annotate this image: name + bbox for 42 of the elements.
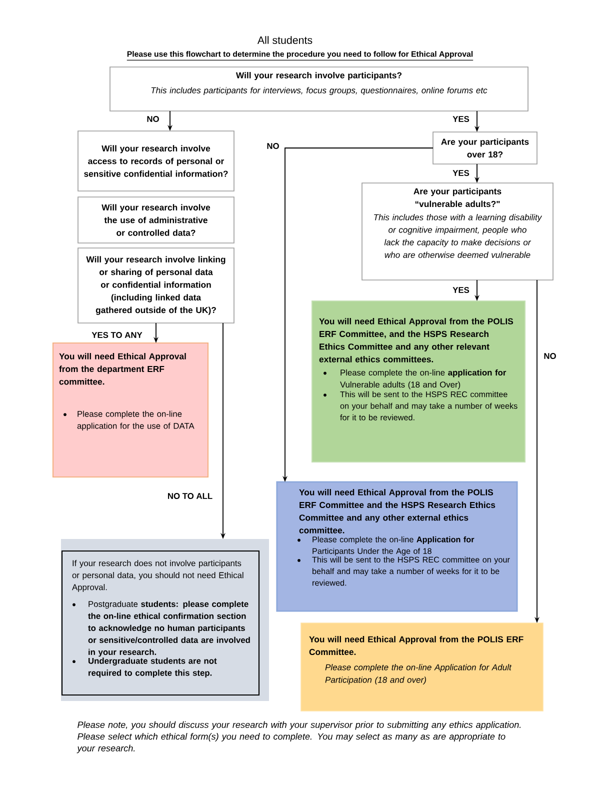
footnote-text: Please note, you should discuss your research with your supervisor prior to submitting any ethics application. Please select which ethical form(s) you need to complete. You may select as many as are appropriate to your research. [76, 721, 521, 754]
bullet-text: Undergraduate students are not required to complete this step. [88, 658, 217, 678]
bullet-text: Please complete the on-line application for the use of DATA [77, 410, 194, 431]
question-text: Will your research involve the use of administrative or controlled data? [102, 204, 210, 236]
question-text: Will your research involve participants? [236, 72, 402, 80]
bullet-text: This will be sent to the HSPS REC committee on your behalf and may take a number of weeks for it to be reviewed. [340, 391, 518, 420]
question-box [362, 182, 554, 280]
edge-label: NO TO ALL [168, 493, 212, 499]
bullet-text: This will be sent to the HSPS REC committee on your behalf and may take a number of weeks for it to be reviewed. [312, 556, 510, 586]
bullet-text: Please complete the on-line Application for Participants Under the Age of 18 [312, 536, 474, 556]
edge-label: YES [452, 287, 470, 293]
outcome-text: You will need Ethical Approval from the department ERF committee. [59, 353, 186, 385]
question-box [78, 130, 234, 192]
outcome-box [52, 342, 209, 478]
bullet-text: Postgraduate students: please complete the on-line ethical confirmation section to acknowledge no human participants or sensitive/controlled data are involved in your research. [88, 600, 250, 657]
outcome-box [61, 539, 269, 701]
edge-label: NO [147, 116, 159, 122]
edge-label: YES [452, 170, 470, 176]
question-text: Are your participants over 18? [441, 138, 529, 158]
title: All students [257, 36, 312, 44]
edge-label: YES TO ANY [92, 332, 142, 338]
hint-text: This includes those with a learning disability or cognitive impairment, people who lack the capacity to make decisions or who are otherwise deemed vulnerable [374, 214, 542, 258]
edge-label: YES [452, 116, 470, 122]
hint-text: This includes participants for interviews, focus groups, questionnaires, online forums etc [151, 87, 488, 96]
question-text: Will your research involve linking or sharing of personal data or confidential information (including linked data gathered outside of the UK)? [86, 256, 226, 315]
question-text: Are your participants “vulnerable adults?" [414, 188, 502, 208]
question-box [78, 196, 234, 244]
question-text: Will your research involve access to records of personal or sensitive confidential information? [84, 145, 228, 177]
outcome-box [276, 481, 518, 612]
question-box [432, 132, 538, 164]
question-box [78, 248, 234, 324]
outcome-box [311, 300, 526, 463]
outcome-text: You will need Ethical Approval from the POLIS ERF Committee. [309, 636, 524, 656]
outcome-box [300, 622, 544, 712]
edge-label: NO [267, 143, 279, 149]
bullet-text: Please complete the on-line application for Vulnerable adults (18 and Over) [340, 369, 506, 390]
hint-text: Please complete the on-line Application for Adult Participation (18 and over) [325, 664, 512, 685]
outcome-text: You will need Ethical Approval from the POLIS ERF Committee, and the HSPS Research Ethics Committee and any other relevant external ethics committees. [319, 318, 514, 362]
question-box [110, 66, 528, 112]
body-text: If your research does not involve participants or personal data, you should not need Ethical Approval. [72, 560, 244, 592]
edge-label: NO [544, 353, 556, 359]
outcome-text: You will need Ethical Approval from the POLIS ERF Committee and the HSPS Research Ethics Committee and any other external ethics committee. [299, 489, 496, 534]
